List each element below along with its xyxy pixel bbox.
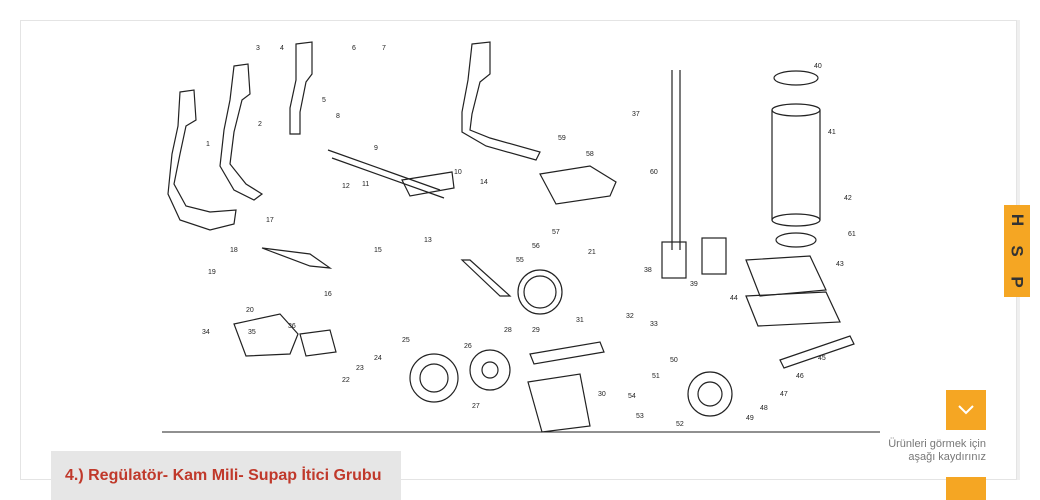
part-label: 24 <box>374 355 382 362</box>
part-label: 21 <box>588 249 596 256</box>
part-label: 23 <box>356 365 364 372</box>
part-label: 7 <box>382 45 386 52</box>
part-label: 38 <box>644 267 652 274</box>
part-label: 22 <box>342 377 350 384</box>
part-label: 47 <box>780 391 788 398</box>
part-label: 25 <box>402 337 410 344</box>
diagram-caption: 4.) Regülatör- Kam Mili- Supap İtici Gru… <box>51 451 401 500</box>
part-label: 8 <box>336 113 340 120</box>
part-label: 26 <box>464 343 472 350</box>
part-label: 10 <box>454 169 462 176</box>
scroll-hint-line2: aşağı kaydırınız <box>908 451 986 463</box>
part-label: 16 <box>324 291 332 298</box>
scroll-down-button[interactable] <box>946 390 986 430</box>
part-label: 52 <box>676 421 684 428</box>
scroll-hint-line1: Ürünleri görmek için <box>888 438 986 450</box>
part-label: 11 <box>362 181 369 188</box>
part-label: 39 <box>690 281 698 288</box>
part-label: 57 <box>552 229 560 236</box>
badge-letter: P <box>1008 275 1027 288</box>
part-label: 61 <box>848 231 856 238</box>
part-label: 40 <box>814 63 822 70</box>
part-label: 59 <box>558 135 566 142</box>
image-frame <box>20 20 1017 480</box>
part-label: 43 <box>836 261 844 268</box>
part-label: 28 <box>504 327 512 334</box>
part-label: 45 <box>818 355 826 362</box>
caption-text: 4.) Regülatör- Kam Mili- Supap İtici Gru… <box>65 466 382 484</box>
part-label: 13 <box>424 237 432 244</box>
part-label: 31 <box>576 317 584 324</box>
part-label: 36 <box>288 323 296 330</box>
part-label: 12 <box>342 183 350 190</box>
part-label: 60 <box>650 169 658 176</box>
part-label: 30 <box>598 391 606 398</box>
part-1-shape <box>167 89 237 231</box>
chevron-down-icon <box>958 405 974 415</box>
part-label: 53 <box>636 413 644 420</box>
part-label: 55 <box>516 257 524 264</box>
part-label: 46 <box>796 373 804 380</box>
part-label: 50 <box>670 357 678 364</box>
part-label: 27 <box>472 403 480 410</box>
badge-letter: S <box>1008 245 1027 257</box>
part-label: 33 <box>650 321 658 328</box>
part-labels: 1 2 3 4 5 6 7 8 9 10 11 12 13 14 15 16 1… <box>202 45 856 428</box>
part-label: 19 <box>208 269 216 276</box>
part-label: 17 <box>266 217 274 224</box>
part-label: 58 <box>586 151 594 158</box>
part-label: 42 <box>844 195 852 202</box>
part-label: 44 <box>730 295 738 302</box>
scroll-down-button-secondary[interactable] <box>946 477 986 500</box>
part-label: 32 <box>626 313 634 320</box>
part-label: 49 <box>746 415 754 422</box>
part-label: 3 <box>256 45 260 52</box>
badge-letter: H <box>1008 214 1027 227</box>
part-label: 41 <box>828 129 836 136</box>
part-label: 1 <box>206 141 210 148</box>
part-label: 20 <box>246 307 254 314</box>
part-label: 56 <box>532 243 540 250</box>
part-label: 35 <box>248 329 256 336</box>
part-label: 51 <box>652 373 660 380</box>
part-label: 14 <box>480 179 488 186</box>
part-label: 54 <box>628 393 636 400</box>
part-label: 18 <box>230 247 238 254</box>
exploded-parts-diagram: 1 2 3 4 5 6 7 8 9 10 11 12 13 14 15 16 1… <box>162 41 880 433</box>
part-label: 4 <box>280 45 284 52</box>
scroll-hint: Ürünleri görmek için aşağı kaydırınız <box>888 438 986 464</box>
part-label: 48 <box>760 405 768 412</box>
part-label: 29 <box>532 327 540 334</box>
part-label: 5 <box>322 97 326 104</box>
part-label: 15 <box>374 247 382 254</box>
part-label: 37 <box>632 111 640 118</box>
part-label: 34 <box>202 329 210 336</box>
part-label: 6 <box>352 45 356 52</box>
part-label: 2 <box>258 121 262 128</box>
part-label: 9 <box>374 145 378 152</box>
brand-badge[interactable]: H S P <box>1004 205 1030 297</box>
